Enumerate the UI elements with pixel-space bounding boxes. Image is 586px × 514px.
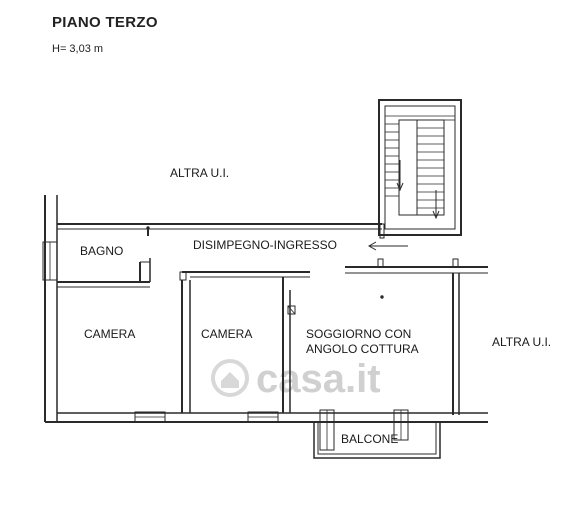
label-balcone: BALCONE xyxy=(341,432,398,446)
label-altra-ui-top: ALTRA U.I. xyxy=(170,166,229,180)
label-soggiorno-line2: ANGOLO COTTURA xyxy=(306,342,419,356)
label-camera-left: CAMERA xyxy=(84,327,135,341)
label-soggiorno-line1: SOGGIORNO CON xyxy=(306,327,411,341)
label-altra-ui-right: ALTRA U.I. xyxy=(492,335,551,349)
ceiling-height: H= 3,03 m xyxy=(52,43,104,55)
label-disimpegno-ingresso: DISIMPEGNO-INGRESSO xyxy=(193,238,337,252)
label-bagno: BAGNO xyxy=(80,244,123,258)
label-camera-mid: CAMERA xyxy=(201,327,252,341)
walls xyxy=(42,195,488,459)
plan-title: PIANO TERZO xyxy=(52,14,158,31)
watermark-text: casa.it xyxy=(256,357,381,401)
entrance-arrow xyxy=(367,241,408,251)
watermark: casa.it xyxy=(211,357,381,401)
stairwell xyxy=(378,99,462,236)
